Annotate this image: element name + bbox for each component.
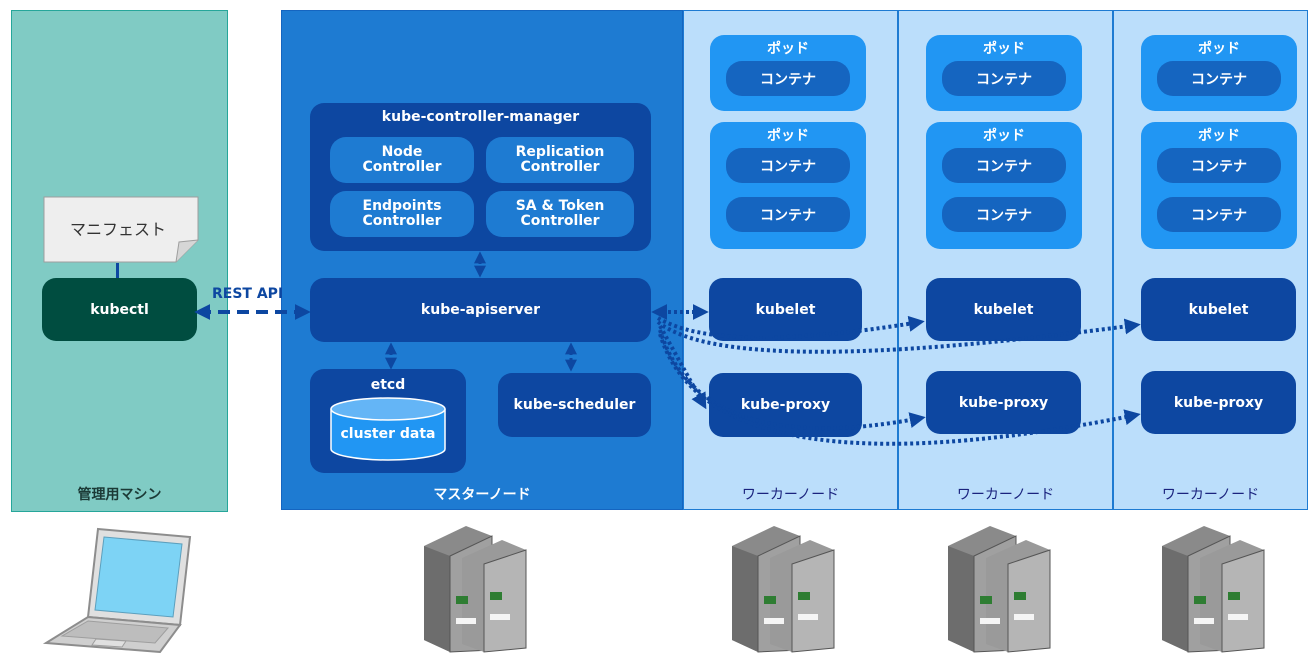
- worker-node-label-3: ワーカーノード: [1161, 487, 1260, 503]
- node-controller-line1: Node: [381, 144, 423, 160]
- container: コンテナ: [726, 197, 850, 232]
- apiserver-proxy-w1-arrow: [658, 325, 707, 410]
- replication-controller-line1: Replication: [515, 144, 605, 160]
- apiserver-proxy-w2-arrow: [658, 329, 926, 431]
- cluster-data-label: cluster data: [340, 426, 436, 442]
- kube-proxy-w2: kube-proxy: [926, 371, 1081, 434]
- manifest-document: マニフェスト: [43, 196, 199, 263]
- kube-scheduler: kube-scheduler: [498, 373, 651, 437]
- kube-apiserver: kube-apiserver: [310, 278, 651, 342]
- container: コンテナ: [942, 197, 1066, 232]
- container: コンテナ: [942, 148, 1066, 183]
- pod-w1-1: ポッド コンテナ: [710, 35, 866, 111]
- manifest-connector: [116, 263, 119, 279]
- server-icon: [732, 526, 835, 653]
- pod-label: ポッド: [767, 41, 809, 57]
- sa-token-controller: SA & Token Controller: [486, 191, 634, 237]
- pod-w1-2: ポッド コンテナ コンテナ: [710, 122, 866, 249]
- server-icon: [1162, 526, 1265, 653]
- etcd-label: etcd: [370, 377, 406, 393]
- pod-label: ポッド: [983, 128, 1025, 144]
- worker-node-label-2: ワーカーノード: [956, 487, 1055, 503]
- node-controller: Node Controller: [330, 137, 474, 183]
- pod-label: ポッド: [983, 41, 1025, 57]
- pod-w3-2: ポッド コンテナ コンテナ: [1141, 122, 1297, 249]
- sa-token-controller-line1: SA & Token: [515, 198, 605, 214]
- master-node-label: マスターノード: [433, 487, 531, 503]
- kubectl-box: kubectl: [42, 278, 197, 341]
- database-icon: [330, 397, 446, 461]
- server-icon: [948, 526, 1051, 653]
- container: コンテナ: [942, 61, 1066, 96]
- endpoints-controller: Endpoints Controller: [330, 191, 474, 237]
- apiserver-kubelet-w2-arrow: [656, 315, 925, 340]
- endpoints-controller-line1: Endpoints: [362, 198, 442, 214]
- pod-label: ポッド: [1198, 128, 1240, 144]
- sa-token-controller-line2: Controller: [520, 213, 600, 229]
- apiserver-proxy-w3-arrow: [658, 333, 1141, 446]
- pod-w2-2: ポッド コンテナ コンテナ: [926, 122, 1082, 249]
- replication-controller: Replication Controller: [486, 137, 634, 183]
- kubelet-w3: kubelet: [1141, 278, 1296, 341]
- server-icon: [424, 526, 527, 653]
- admin-machine-label: 管理用マシン: [77, 487, 162, 503]
- endpoints-controller-line2: Controller: [362, 213, 442, 229]
- node-controller-line2: Controller: [362, 159, 442, 175]
- manifest-document-shape: [43, 196, 199, 263]
- etcd-box: etcd cluster data: [310, 369, 466, 473]
- manifest-label: マニフェスト: [69, 220, 166, 239]
- controller-manager-title: kube-controller-manager: [381, 109, 580, 125]
- pod-label: ポッド: [767, 128, 809, 144]
- apiserver-kubelet-w3-arrow: [656, 318, 1141, 354]
- container: コンテナ: [1157, 148, 1281, 183]
- rest-api-label: REST API: [212, 286, 284, 302]
- laptop-icon: [42, 527, 192, 653]
- kube-proxy-w3: kube-proxy: [1141, 371, 1296, 434]
- kubelet-w2: kubelet: [926, 278, 1081, 341]
- worker-node-label-1: ワーカーノード: [741, 487, 840, 503]
- controller-manager-group: kube-controller-manager Node Controller …: [310, 103, 651, 251]
- container: コンテナ: [726, 61, 850, 96]
- pod-label: ポッド: [1198, 41, 1240, 57]
- pod-w2-1: ポッド コンテナ: [926, 35, 1082, 111]
- replication-controller-line2: Controller: [520, 159, 600, 175]
- container: コンテナ: [1157, 197, 1281, 232]
- kubelet-w1: kubelet: [709, 278, 862, 341]
- container: コンテナ: [1157, 61, 1281, 96]
- pod-w3-1: ポッド コンテナ: [1141, 35, 1297, 111]
- container: コンテナ: [726, 148, 850, 183]
